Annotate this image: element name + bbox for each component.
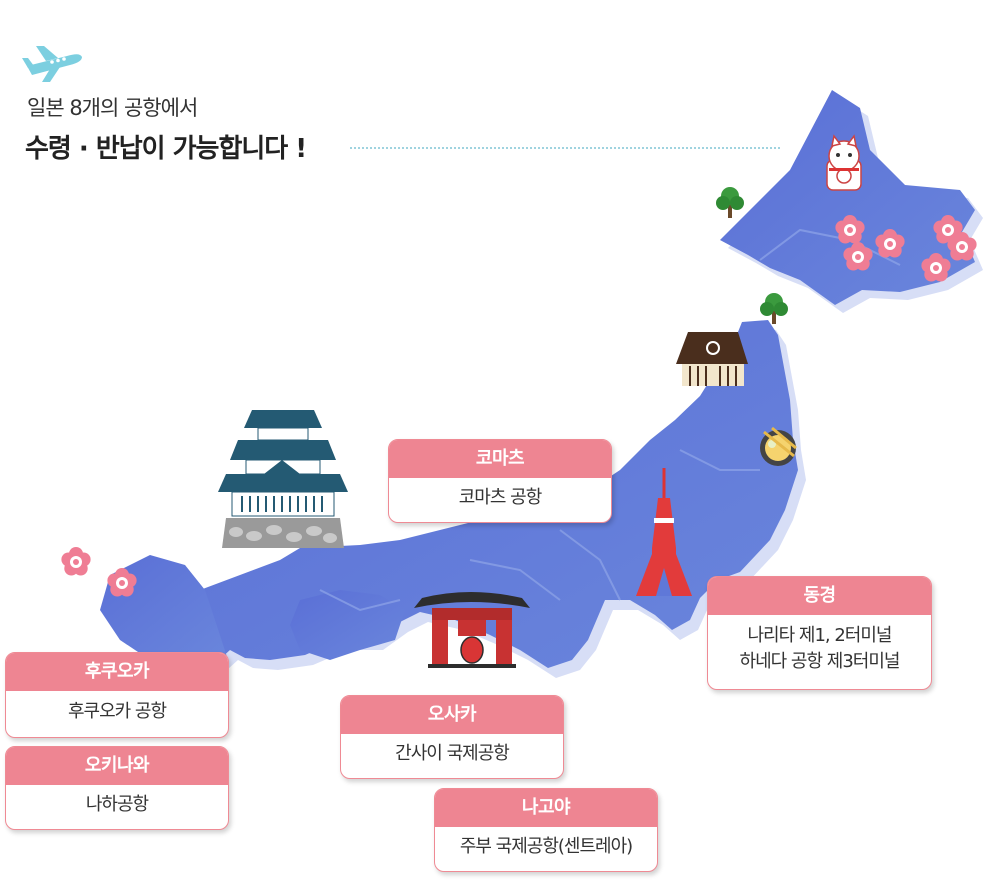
airport-name: 코마츠 공항 [458,487,543,508]
tokyo-tower-icon [636,468,692,596]
airport-card-okinawa: 오키나와 나하공항 [5,746,229,830]
card-body: 코마츠 공항 [389,478,611,511]
airport-name: 간사이 국제공항 [395,743,510,764]
header-subtitle: 일본 8개의 공항에서 [27,96,198,120]
onsen-house-icon [676,332,748,386]
ramen-bowl-icon [760,426,797,466]
card-body: 후쿠오카 공항 [6,691,228,725]
card-title: 오사카 [341,696,563,734]
airport-name: 하네다 공항 제3터미널 [739,651,901,672]
prefecture-lines [319,228,901,612]
airplane-icon [22,46,82,82]
card-title: 동경 [708,577,931,615]
airport-name: 주부 국제공항(센트레아) [459,836,633,857]
card-title: 오키나와 [6,747,228,785]
airport-name: 나리타 제1, 2터미널 [747,625,893,646]
tree-icon [760,293,788,324]
castle-icon [218,410,348,548]
blossom-icon [61,547,91,576]
airport-card-fukuoka: 후쿠오카 후쿠오카 공항 [5,652,229,738]
airport-card-osaka: 오사카 간사이 국제공항 [340,695,564,779]
airport-name: 후쿠오카 공항 [67,701,167,722]
card-title: 나고야 [435,789,657,827]
card-body: 나리타 제1, 2터미널 하네다 공항 제3터미널 [708,615,931,675]
tree-icon [716,187,744,218]
dotted-divider [350,147,780,149]
airport-name: 나하공항 [85,794,149,815]
card-title: 후쿠오카 [6,653,228,691]
card-body: 간사이 국제공항 [341,734,563,767]
airport-card-nagoya: 나고야 주부 국제공항(센트레아) [434,788,658,872]
card-body: 주부 국제공항(센트레아) [435,827,657,860]
hokkaido-island [720,90,975,305]
lucky-cat-icon [826,134,862,191]
card-body: 나하공항 [6,785,228,818]
page-title: 수령 · 반납이 가능합니다 ! [25,134,307,164]
card-title: 코마츠 [389,440,611,478]
airport-card-komatsu: 코마츠 코마츠 공항 [388,439,612,523]
shikoku-island [290,590,405,660]
airport-card-tokyo: 동경 나리타 제1, 2터미널 하네다 공항 제3터미널 [707,576,932,690]
temple-gate-icon [414,592,530,668]
